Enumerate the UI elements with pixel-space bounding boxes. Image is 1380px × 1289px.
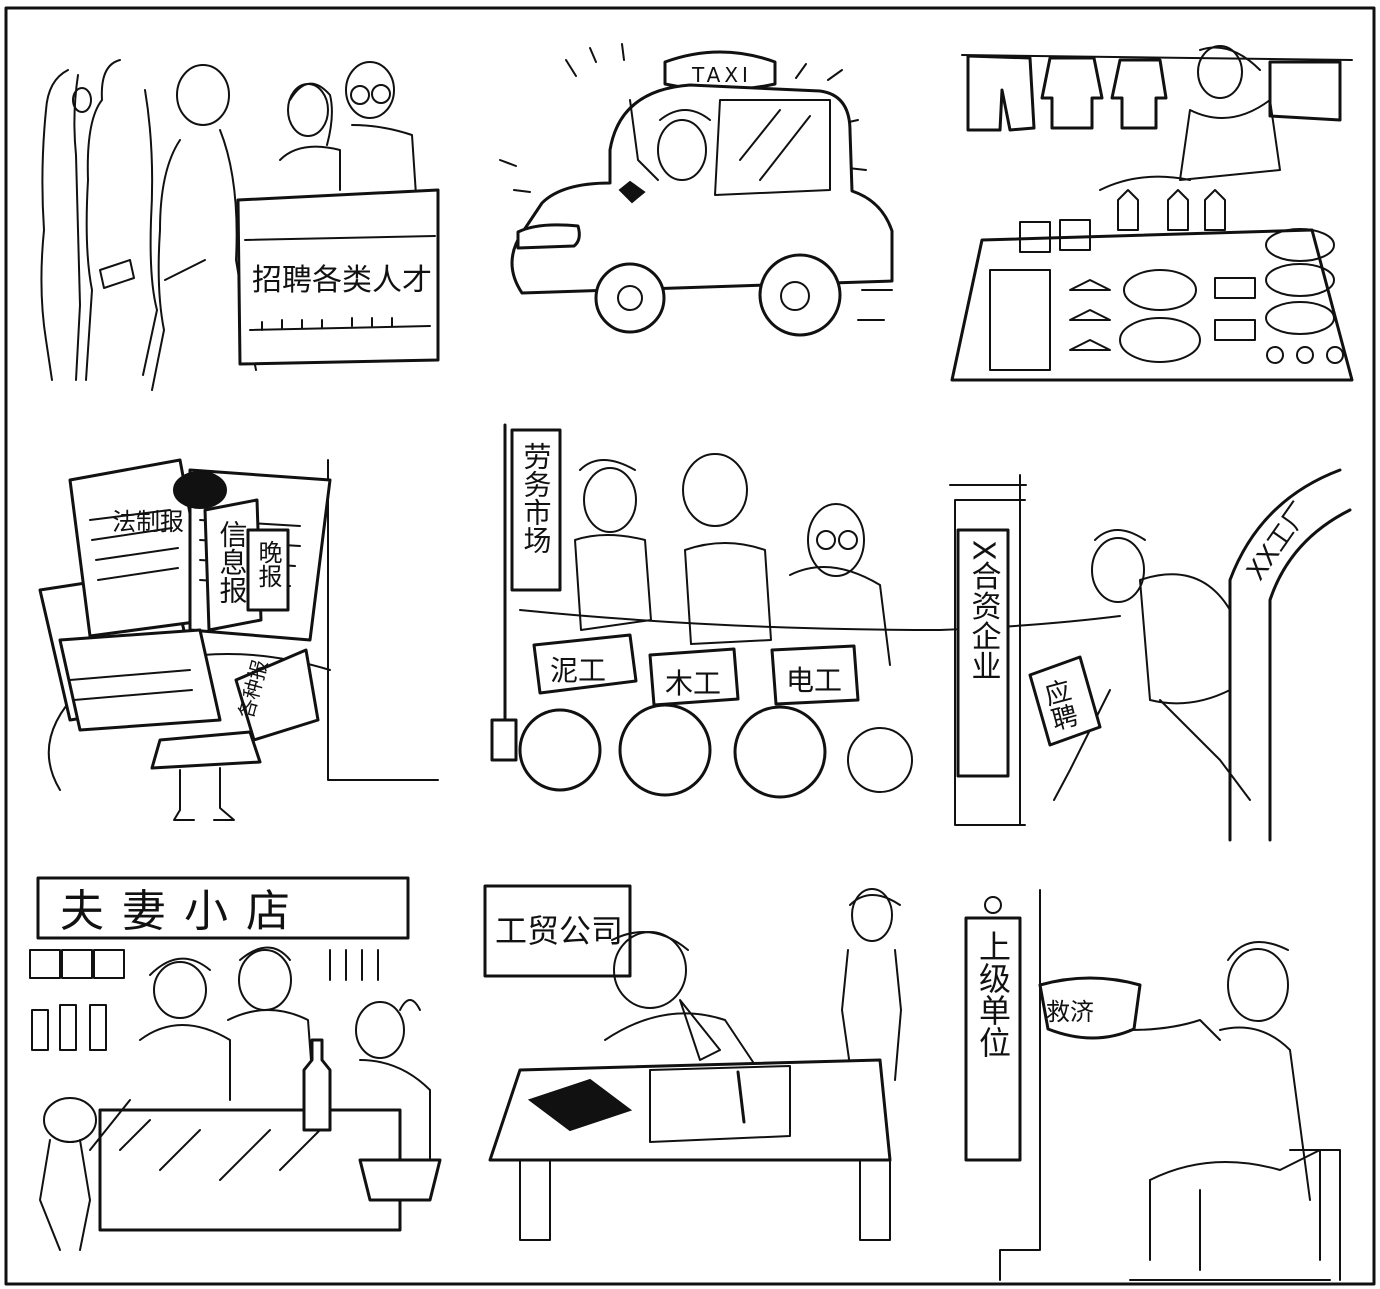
svg-text:泥工: 泥工 (550, 654, 606, 687)
labor-market-sign: 劳务市场 (520, 442, 553, 554)
panel-newspapers: 法制报 信息报 晚报 各种报 (38, 458, 439, 821)
trade-company-sign: 工贸公司 (495, 912, 623, 950)
superior-unit-sign: 上级单位 (974, 930, 1012, 1058)
taxi-roof-sign: TAXI (691, 63, 752, 87)
panel-taxi: TAXI (499, 43, 894, 337)
panel-relief: 上级单位 救济 (964, 889, 1341, 1281)
svg-text:木工: 木工 (665, 667, 721, 700)
relief-bowl: 救济 (1038, 976, 1142, 1040)
svg-text:救济: 救济 (1046, 998, 1094, 1026)
trade-card-3: 电工 (770, 644, 860, 706)
svg-text:晚报: 晚报 (254, 540, 282, 588)
factory-gate-sign: X合资企业 (966, 540, 1002, 681)
trade-card-1: 泥工 (532, 633, 638, 695)
panel-couple-shop: 夫妻小店 (29, 876, 442, 1251)
panel-factory: X合资企业 XX工厂 应聘 (949, 468, 1352, 842)
couple-shop-sign: 夫妻小店 (60, 886, 308, 937)
panel-trade-company: 工贸公司 (483, 884, 902, 1241)
apply-card: 应聘 (1028, 655, 1102, 747)
paper-label-4: 各种报 (234, 648, 320, 742)
outer-frame (4, 6, 1376, 1286)
svg-text:电工: 电工 (786, 664, 842, 697)
recruit-banner: 招聘各类人才 (252, 263, 432, 298)
panel-labor-market: 劳务市场 泥工 木工 电工 (490, 423, 1121, 799)
panel-stall (950, 45, 1354, 382)
paper-label-1: 法制报 (112, 508, 184, 536)
trade-card-2: 木工 (648, 647, 740, 707)
panel-recruitment: 招聘各类人才 (40, 59, 440, 391)
svg-text:信息报: 信息报 (216, 520, 249, 604)
paper-label-3: 晚报 (246, 528, 290, 612)
